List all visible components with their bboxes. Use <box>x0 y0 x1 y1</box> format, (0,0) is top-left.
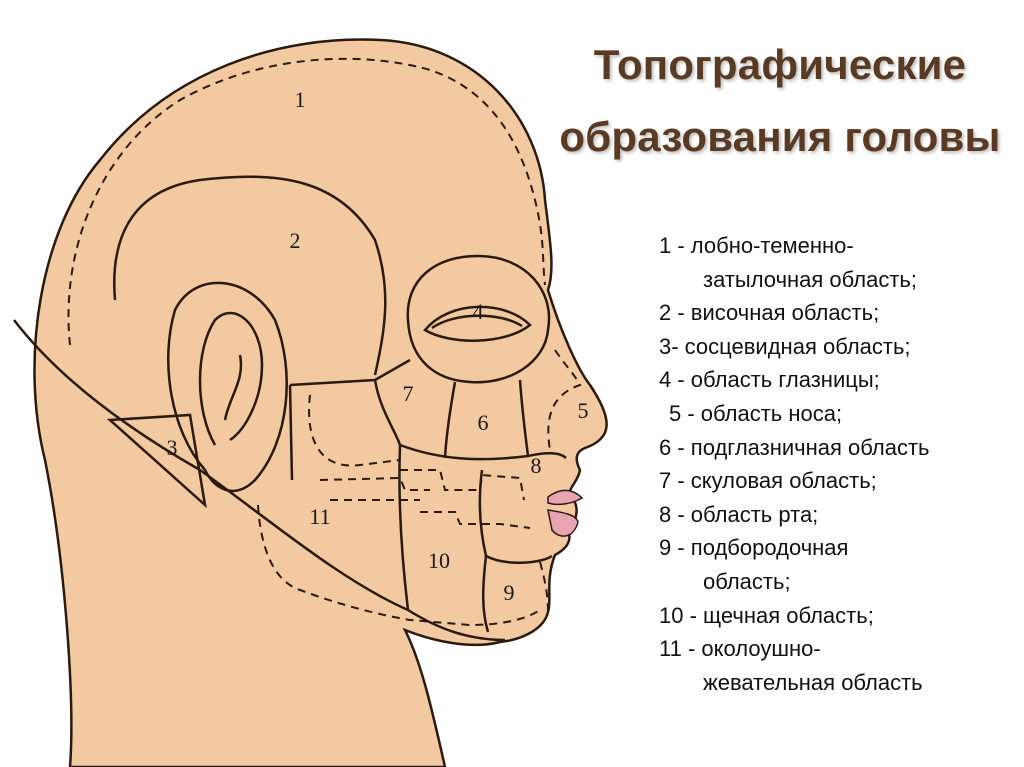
legend-item-9-cont: область; <box>659 565 1024 599</box>
legend-item-1: 1 - лобно-теменно- <box>659 229 1024 263</box>
legend-item-9: 9 - подбородочная <box>659 531 1024 565</box>
legend-item-7: 7 - скуловая область; <box>659 464 1024 498</box>
legend-item-2: 2 - височная область; <box>659 296 1024 330</box>
region-number-3: 3 <box>167 435 178 460</box>
legend-item-5: 5 - область носа; <box>659 397 1024 431</box>
region-number-10: 10 <box>428 548 450 573</box>
region-number-8: 8 <box>531 453 542 478</box>
region-number-9: 9 <box>504 580 515 605</box>
region-number-2: 2 <box>290 228 301 253</box>
region-number-1: 1 <box>295 87 306 112</box>
region-number-4: 4 <box>473 299 484 324</box>
region-legend: 1 - лобно-теменно- затылочная область; 2… <box>659 229 1024 699</box>
region-number-6: 6 <box>478 410 489 435</box>
diagram-title-line-1: Топографические <box>520 44 1024 86</box>
diagram-title-line-2: образования головы <box>520 116 1024 158</box>
region-number-5: 5 <box>578 398 589 423</box>
legend-item-10: 10 - щечная область; <box>659 599 1024 633</box>
legend-item-4: 4 - область глазницы; <box>659 363 1024 397</box>
legend-item-1-cont: затылочная область; <box>659 263 1024 297</box>
legend-item-8: 8 - область рта; <box>659 498 1024 532</box>
legend-item-11-cont: жевательная область <box>659 666 1024 700</box>
legend-item-11: 11 - околоушно- <box>659 632 1024 666</box>
region-number-11: 11 <box>309 504 330 529</box>
legend-item-6: 6 - подглазничная область <box>659 431 1024 465</box>
region-number-7: 7 <box>403 381 414 406</box>
legend-item-3: 3- сосцевидная область; <box>659 330 1024 364</box>
